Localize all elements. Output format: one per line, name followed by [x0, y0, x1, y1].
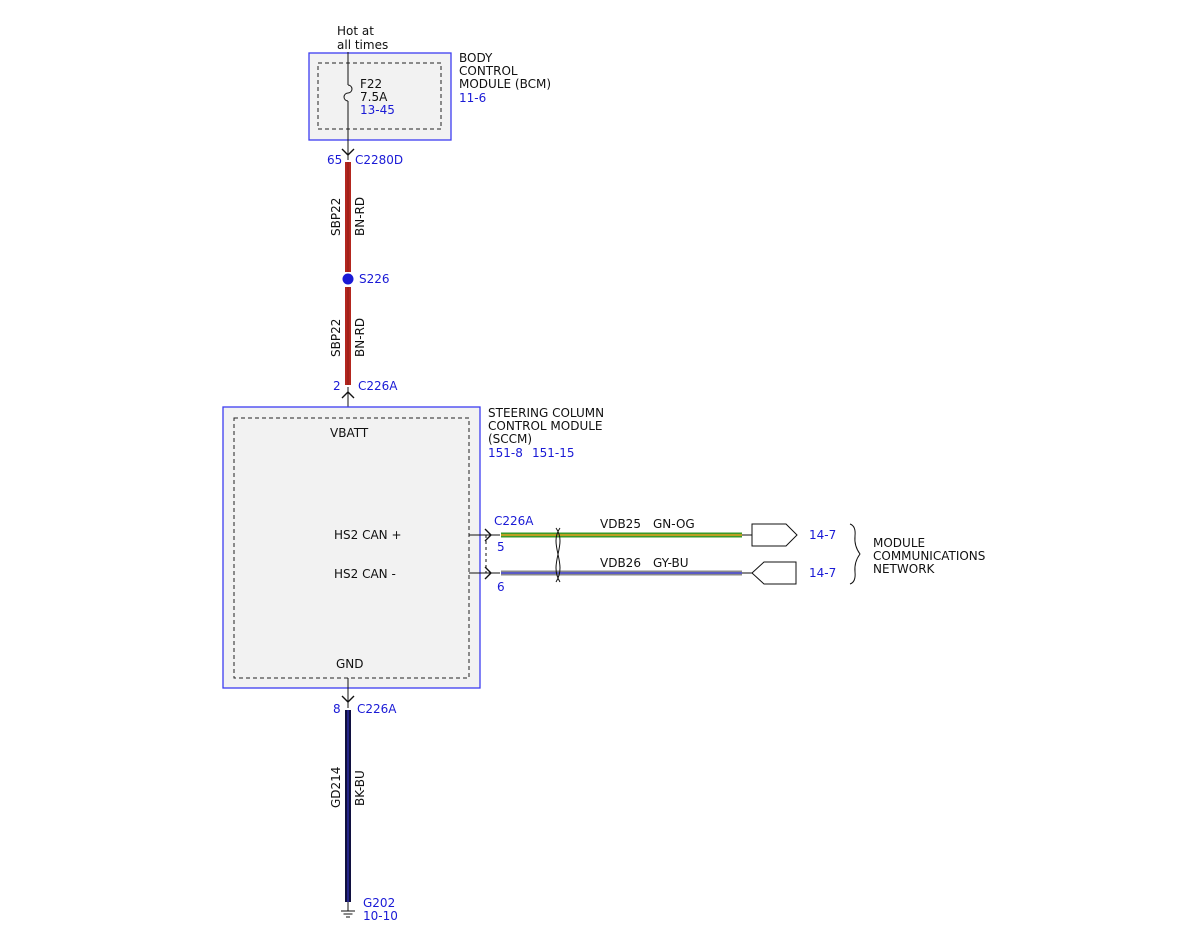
- wire-lower-color: BN-RD: [353, 317, 367, 357]
- conn-sccm-top-name: C226A: [358, 379, 398, 393]
- bcm-inner-dashed: [317, 62, 442, 130]
- splice-s226: [342, 273, 354, 285]
- flag-in-14-7: [751, 561, 797, 585]
- sccm-pin-gnd: GND: [336, 657, 364, 671]
- connector-c226a-can-minus: [484, 566, 492, 580]
- fuse-rating: 7.5A: [360, 90, 388, 104]
- sccm-module-box: [222, 406, 481, 689]
- wire-upper-circuit: SBP22: [329, 197, 343, 236]
- sccm-pin-vbatt: VBATT: [330, 426, 369, 440]
- sccm-label: STEERING COLUMN CONTROL MODULE (SCCM): [488, 406, 605, 446]
- fuse-name: F22: [360, 77, 383, 91]
- can-conn-name: C226A: [494, 514, 534, 528]
- sccm-inner-dashed: [233, 417, 470, 679]
- conn-gnd-name: C226A: [357, 702, 397, 716]
- bcm-module-box: [308, 52, 452, 141]
- conn-gnd-pin: 8: [333, 702, 341, 716]
- can-minus-ref: 14-7: [809, 566, 837, 580]
- twisted-pair-symbol: [555, 527, 561, 583]
- bcm-label: BODY CONTROL MODULE (BCM): [459, 51, 552, 91]
- supply-label: Hot at all times: [337, 24, 389, 52]
- sccm-ref-1: 151-8: [488, 446, 523, 460]
- bcm-ref: 11-6: [459, 91, 487, 105]
- fuse-symbol: [343, 84, 353, 102]
- conn-top-name: C2280D: [355, 153, 404, 167]
- connector-c226a-top: [341, 391, 355, 399]
- fuse-ref: 13-45: [360, 103, 395, 117]
- can-minus-color: GY-BU: [653, 556, 689, 570]
- can-plus-circuit: VDB25: [600, 517, 641, 531]
- connector-c226a-can-plus: [484, 528, 492, 542]
- can-conn-pin-plus: 5: [497, 540, 505, 554]
- wire-gnd-color: BK-BU: [353, 770, 367, 806]
- sccm-pin-can-minus: HS2 CAN -: [334, 567, 396, 581]
- flag-out-14-7: [751, 523, 798, 547]
- sccm-pin-can-plus: HS2 CAN +: [334, 528, 402, 542]
- network-brace: [849, 523, 861, 585]
- can-conn-pin-minus: 6: [497, 580, 505, 594]
- wire-lower-circuit: SBP22: [329, 318, 343, 357]
- sccm-ref-2: 151-15: [532, 446, 575, 460]
- can-plus-color: GN-OG: [653, 517, 695, 531]
- conn-sccm-top-pin: 2: [333, 379, 341, 393]
- network-label: MODULE COMMUNICATIONS NETWORK: [873, 536, 986, 576]
- ground-ref: 10-10: [363, 909, 398, 923]
- can-minus-circuit: VDB26: [600, 556, 641, 570]
- can-plus-ref: 14-7: [809, 528, 837, 542]
- wire-gnd-circuit: GD214: [329, 766, 343, 808]
- wire-upper-color: BN-RD: [353, 196, 367, 236]
- connector-c226a-gnd: [341, 695, 355, 703]
- conn-top-pin: 65: [327, 153, 343, 167]
- connector-c2280d: [341, 148, 355, 156]
- splice-label: S226: [359, 272, 390, 286]
- ground-name: G202: [363, 896, 396, 910]
